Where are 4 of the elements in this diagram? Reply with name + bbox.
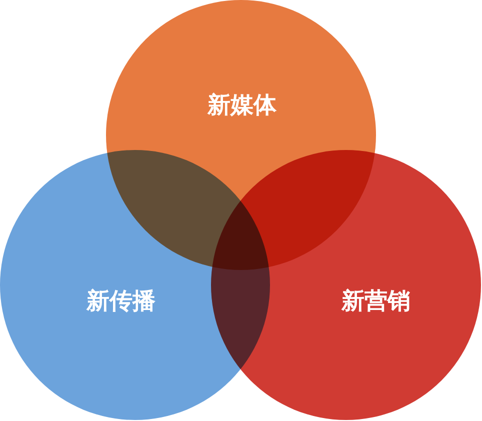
circle-label: 新营销	[342, 290, 410, 314]
circle-label: 新媒体	[208, 94, 276, 118]
venn-circle	[211, 150, 481, 420]
circle-label: 新传播	[86, 290, 156, 314]
